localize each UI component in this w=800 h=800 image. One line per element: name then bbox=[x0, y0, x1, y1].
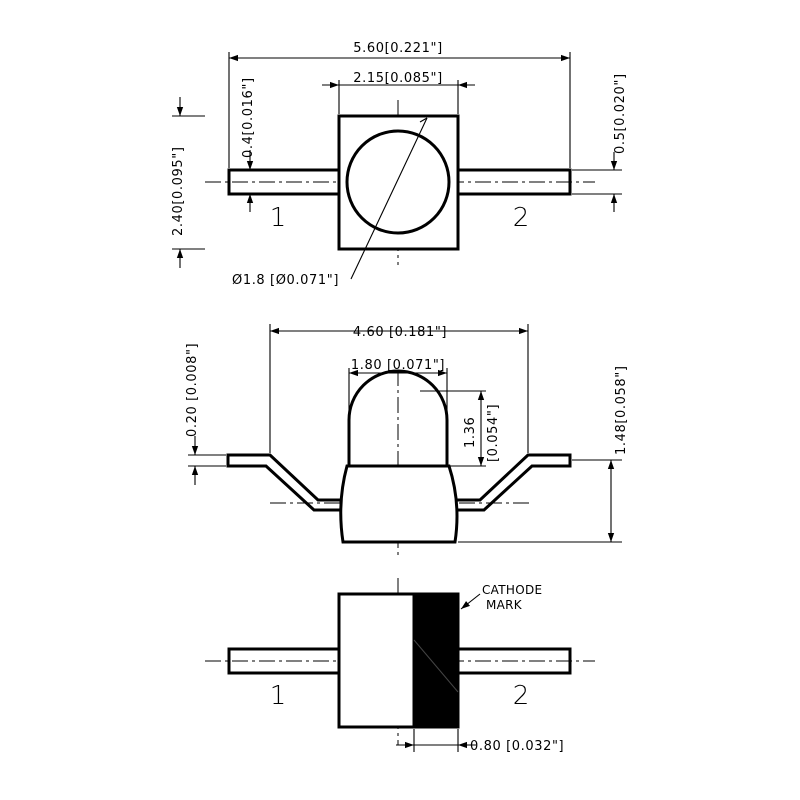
side-view-body bbox=[339, 464, 459, 544]
dome-width-label: 1.80 [0.071"] bbox=[351, 358, 445, 373]
bottom-view: CATHODE MARK 0.80 [0.032"] 1 2 bbox=[205, 578, 595, 754]
dome-height-in-label: [0.054"] bbox=[486, 404, 501, 462]
lens-diameter-leader bbox=[350, 117, 428, 280]
top-view-body bbox=[337, 114, 460, 251]
lead-span-label: 4.60 [0.181"] bbox=[353, 325, 447, 340]
cathode-label-line-1: CATHODE bbox=[482, 583, 542, 597]
cathode-label-line-2: MARK bbox=[486, 598, 523, 612]
mark-width-label: 0.80 [0.032"] bbox=[470, 739, 564, 754]
cathode-mark bbox=[412, 592, 460, 729]
body-width-label: 2.15[0.085"] bbox=[353, 71, 443, 86]
top-view-pin-1-label: 1 bbox=[270, 203, 287, 233]
body-height-label: 2.40[0.095"] bbox=[171, 147, 186, 237]
cathode-mark-hatch bbox=[413, 639, 459, 693]
side-view-lead-1 bbox=[226, 453, 343, 512]
total-height-label: 1.48[0.058"] bbox=[614, 366, 629, 456]
lead-width-label: 0.4[0.016"] bbox=[241, 77, 256, 158]
overall-width-label: 5.60[0.221"] bbox=[353, 41, 443, 56]
cathode-label-leader bbox=[460, 593, 481, 610]
lens-diameter-label: Ø1.8 [Ø0.071"] bbox=[232, 273, 339, 288]
side-view: 4.60 [0.181"] 1.80 [0.071"] 1.36 [0.054"… bbox=[185, 324, 629, 555]
top-view: 5.60[0.221"] 2.15[0.085"] 0.4[0.016"] 0.… bbox=[171, 41, 628, 288]
lens-diameter-tick bbox=[419, 117, 428, 123]
dome-height-mm-label: 1.36 bbox=[463, 417, 478, 448]
side-view-lead-2 bbox=[454, 453, 572, 512]
lead-thickness-label: 0.20 [0.008"] bbox=[185, 343, 200, 437]
top-view-lens bbox=[345, 129, 451, 235]
bottom-view-pin-2-label: 2 bbox=[513, 681, 530, 711]
top-view-pin-2-label: 2 bbox=[513, 203, 530, 233]
lead-pitch-label: 0.5[0.020"] bbox=[613, 73, 628, 154]
bottom-view-pin-1-label: 1 bbox=[270, 681, 287, 711]
